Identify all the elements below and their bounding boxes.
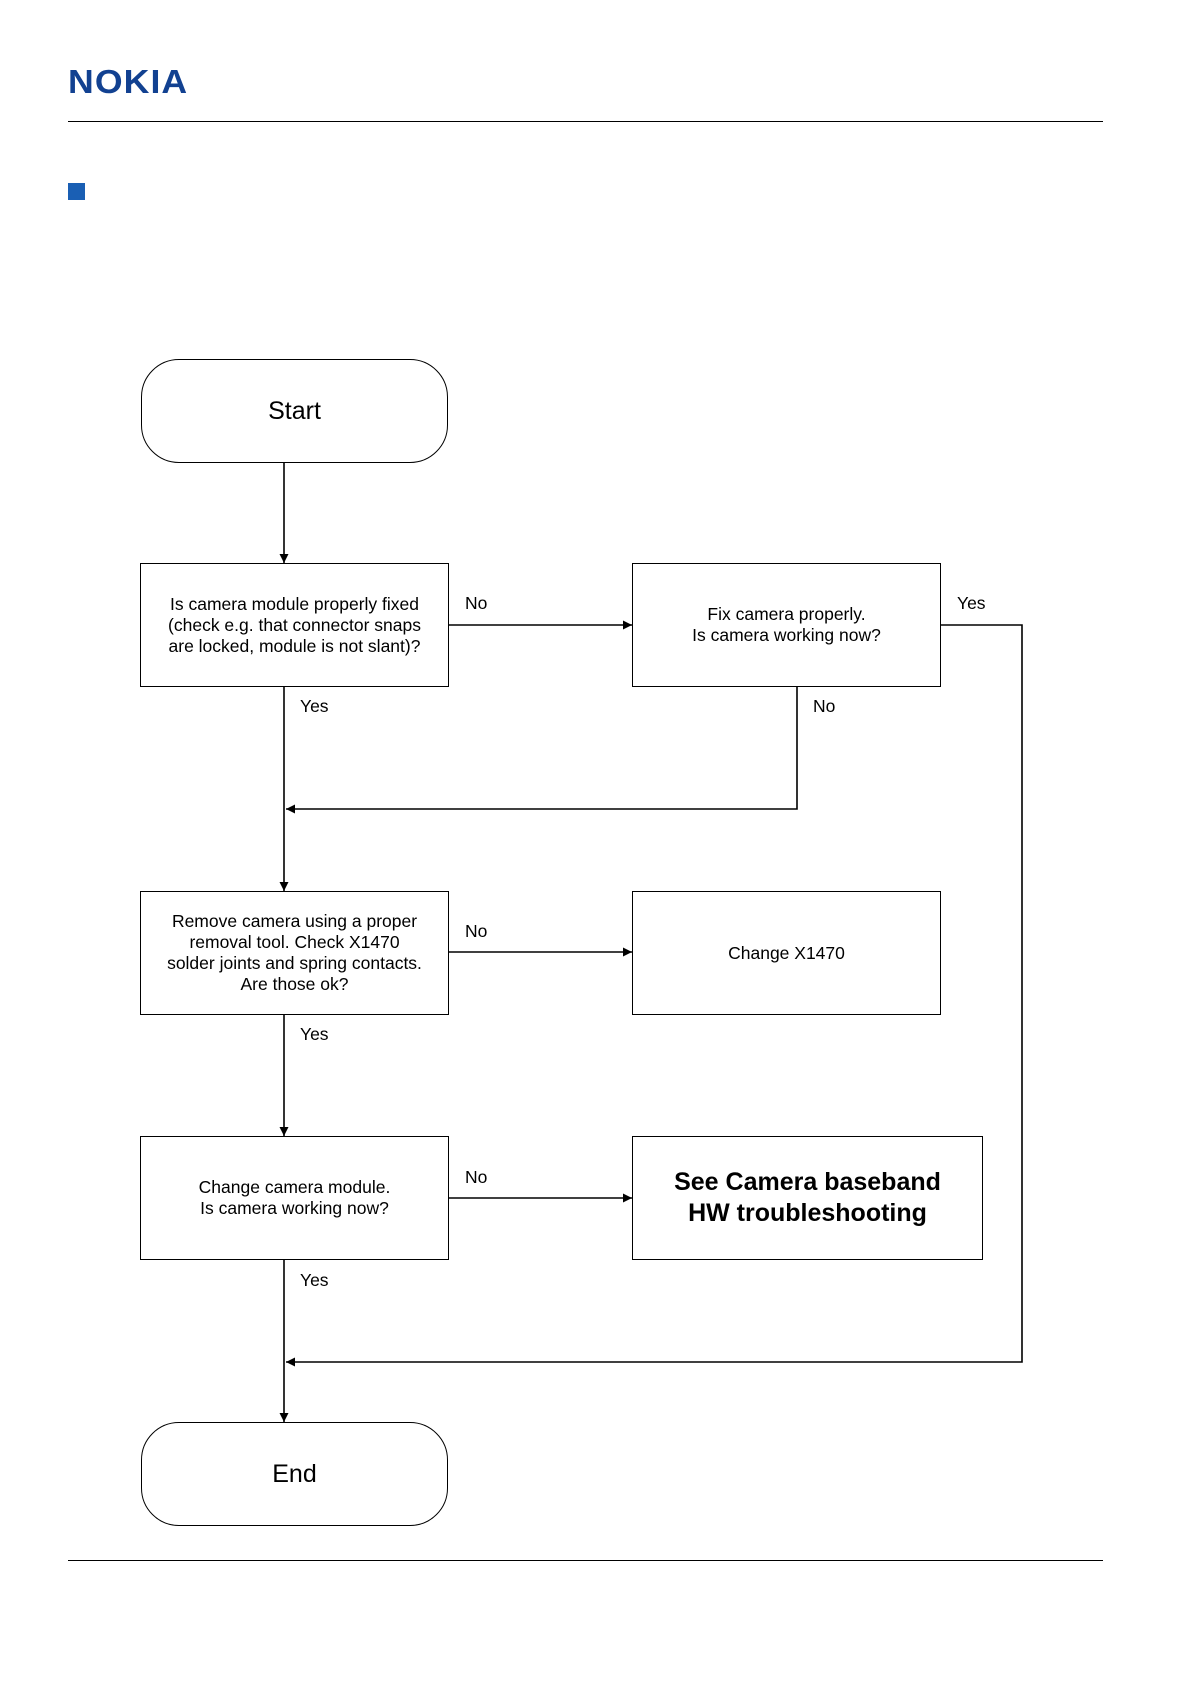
- label-remove-no: No: [465, 921, 488, 941]
- footer-rule: [68, 1560, 1103, 1561]
- section-bullet-icon: [68, 183, 85, 200]
- end-terminal: End: [141, 1422, 448, 1526]
- label-remove-yes: Yes: [300, 1024, 329, 1044]
- label-fixed-yes: Yes: [300, 696, 329, 716]
- remove-camera-check-decision: Remove camera using a proper removal too…: [140, 891, 449, 1015]
- header-rule: [68, 121, 1103, 122]
- label-fix-yes: Yes: [957, 593, 986, 613]
- label-module-yes: Yes: [300, 1270, 329, 1290]
- nokia-logo: NOKIA: [68, 63, 189, 100]
- fix-camera-decision: Fix camera properly. Is camera working n…: [632, 563, 941, 687]
- see-baseband-troubleshooting-step: See Camera baseband HW troubleshooting: [632, 1136, 983, 1260]
- label-module-no: No: [465, 1167, 488, 1187]
- arrow-fix-no: [286, 686, 798, 814]
- arrow-fix-yes: [286, 624, 1023, 1367]
- change-camera-module-decision: Change camera module. Is camera working …: [140, 1136, 449, 1260]
- label-fixed-no: No: [465, 593, 488, 613]
- label-fix-no: No: [813, 696, 836, 716]
- check-module-fixed-decision: Is camera module properly fixed (check e…: [140, 563, 449, 687]
- change-x1470-step: Change X1470: [632, 891, 941, 1015]
- start-terminal: Start: [141, 359, 448, 463]
